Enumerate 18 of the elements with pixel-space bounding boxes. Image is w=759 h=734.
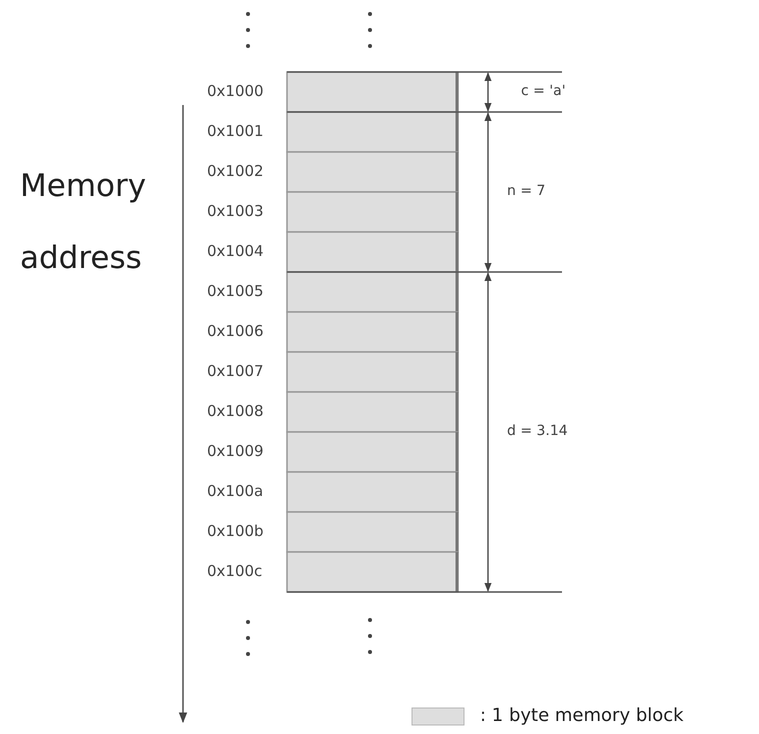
memory-address: 0x1004 bbox=[207, 242, 264, 260]
memory-address: 0x1000 bbox=[207, 82, 264, 100]
legend-text: : 1 byte memory block bbox=[480, 705, 684, 726]
memory-address: 0x1001 bbox=[207, 122, 264, 140]
memory-address: 0x1003 bbox=[207, 202, 264, 220]
memory-address: 0x1006 bbox=[207, 322, 264, 340]
memory-address: 0x100b bbox=[207, 522, 264, 540]
memory-address: 0x100c bbox=[207, 562, 262, 580]
memory-address: 0x1009 bbox=[207, 442, 264, 460]
memory-address: 0x1007 bbox=[207, 362, 264, 380]
memory-address: 0x1008 bbox=[207, 402, 264, 420]
memory-address: 0x100a bbox=[207, 482, 264, 500]
variable-label: c = 'a' bbox=[521, 83, 566, 99]
memory-address: 0x1005 bbox=[207, 282, 264, 300]
variable-label: d = 3.14 bbox=[507, 423, 568, 439]
axis-title: Memory address bbox=[20, 167, 148, 278]
variable-label: n = 7 bbox=[507, 183, 546, 199]
memory-address: 0x1002 bbox=[207, 162, 264, 180]
